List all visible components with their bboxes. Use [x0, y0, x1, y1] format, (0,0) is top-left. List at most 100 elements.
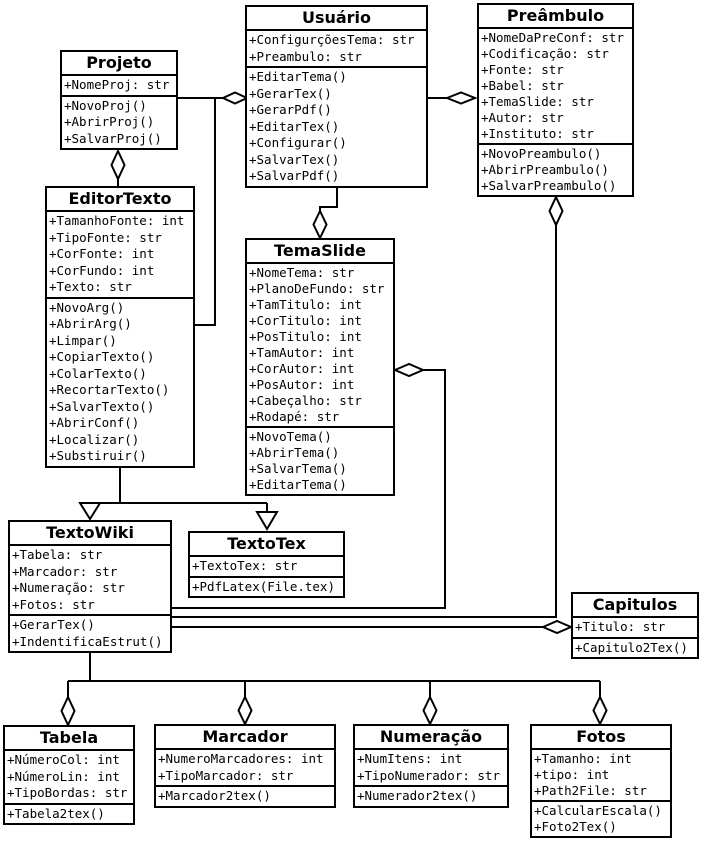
class-title: Marcador [156, 726, 334, 750]
aggregation-diamond-icon [592, 694, 608, 727]
member-line: +Marcador2tex() [158, 788, 271, 803]
class-editortexto: EditorTexto +TamanhoFonte: int+TipoFonte… [45, 186, 195, 468]
aggregation-diamond-icon [220, 91, 250, 105]
member-line: +Tamanho: int [534, 751, 632, 766]
attributes-compartment: +Tabela: str+Marcador: str+Numeração: st… [10, 546, 170, 616]
attributes-compartment: +NomeTema: str+PlanoDeFundo: str+TamTitu… [247, 264, 393, 428]
class-title: Usuário [247, 7, 426, 31]
member-line: +Localizar() [49, 431, 140, 447]
member-line: +RecortarTexto() [49, 382, 170, 397]
aggregation-diamond-icon [540, 619, 574, 635]
aggregation-connector-projeto-editortexto [110, 148, 126, 186]
member-line: +Path2File: str [534, 783, 647, 798]
class-tabela: Tabela +NúmeroCol: int+NúmeroLin: int+Ti… [3, 725, 135, 825]
member-line: +TamTitulo: int [249, 297, 362, 312]
member-line: +Babel: str [481, 78, 564, 93]
member-line: +Tabela: str [12, 547, 103, 562]
attributes-compartment: +ConfigurçõesTema: str+Preambulo: str [247, 31, 426, 68]
member-line: +TipoMarcador: str [158, 767, 294, 783]
aggregation-diamond-icon [237, 694, 253, 727]
member-line: +NumeroMarcadores: int [158, 751, 324, 766]
attributes-compartment: +NúmeroCol: int+NúmeroLin: int+TipoBorda… [5, 751, 133, 805]
member-line: +Cabeçalho: str [249, 393, 362, 408]
member-line: +Codificação: str [481, 46, 609, 61]
methods-compartment: +EditarTema()+GerarTex()+GerarPdf()+Edit… [247, 68, 426, 186]
class-temaslide: TemaSlide +NomeTema: str+PlanoDeFundo: s… [245, 238, 395, 496]
member-line: +Numerador2tex() [357, 788, 478, 803]
member-line: +PosAutor: int [249, 377, 355, 392]
member-line: +Substiruir() [49, 448, 147, 463]
member-line: +SalvarTexto() [49, 398, 155, 414]
class-capitulos: Capitulos +Titulo: str +Capitulo2Tex() [571, 592, 699, 659]
member-line: +EditarTema() [249, 477, 347, 492]
member-line: +GerarPdf() [249, 102, 332, 117]
aggregation-diamond-icon [392, 362, 426, 378]
attributes-compartment: +TextoTex: str [190, 557, 343, 578]
member-line: +CorFonte: int [49, 246, 155, 261]
methods-compartment: +Marcador2tex() [156, 787, 334, 806]
member-line: +NúmeroLin: int [7, 768, 120, 784]
aggregation-diamond-icon [444, 91, 478, 105]
member-line: +CorTitulo: int [249, 313, 362, 328]
member-line: +SalvarPreambulo() [481, 178, 617, 193]
member-line: +Limpar() [49, 332, 117, 348]
class-textowiki: TextoWiki +Tabela: str+Marcador: str+Num… [8, 520, 172, 653]
attributes-compartment: +NomeProj: str [62, 76, 176, 97]
member-line: +ConfigurçõesTema: str [249, 32, 415, 47]
member-line: +TipoFonte: str [49, 229, 162, 245]
member-line: +SalvarTex() [249, 151, 340, 167]
class-title: EditorTexto [47, 188, 193, 212]
member-line: +NomeTema: str [249, 265, 355, 280]
methods-compartment: +GerarTex()+IndentificaEstrut() [10, 616, 170, 651]
attributes-compartment: +TamanhoFonte: int+TipoFonte: str+CorFon… [47, 212, 193, 299]
class-fotos: Fotos +Tamanho: int+tipo: int+Path2File:… [530, 724, 672, 838]
methods-compartment: +NovoTema()+AbrirTema()+SalvarTema()+Edi… [247, 428, 393, 494]
member-line: +Titulo: str [575, 619, 666, 634]
member-line: +TipoBordas: str [7, 785, 128, 800]
member-line: +NomeProj: str [64, 77, 170, 92]
member-line: +Numeração: str [12, 580, 125, 595]
member-line: +Foto2Tex() [534, 819, 617, 834]
member-line: +NúmeroCol: int [7, 752, 120, 767]
aggregation-diamond-icon [422, 694, 438, 727]
class-title: Tabela [5, 727, 133, 751]
member-line: +SalvarPdf() [249, 168, 340, 183]
class-textotex: TextoTex +TextoTex: str +PdfLatex(File.t… [188, 531, 345, 598]
methods-compartment: +NovoPreambulo()+AbrirPreambulo()+Salvar… [479, 145, 632, 195]
member-line: +NovoProj() [64, 97, 147, 113]
class-projeto: Projeto +NomeProj: str +NovoProj()+Abrir… [60, 50, 178, 150]
class-title: TextoWiki [10, 522, 170, 546]
member-line: +AbrirArg() [49, 316, 132, 331]
member-line: +AbrirProj() [64, 114, 155, 129]
aggregation-diamond-icon [548, 194, 564, 228]
member-line: +GerarTex() [249, 85, 332, 101]
class-numeracao: Numeração +NumItens: int+TipoNumerador: … [353, 724, 509, 808]
methods-compartment: +Numerador2tex() [355, 787, 507, 806]
aggregation-connector-preambulo-textowiki [172, 194, 564, 618]
member-line: +AbrirPreambulo() [481, 162, 609, 177]
member-line: +CorAutor: int [249, 361, 355, 376]
class-title: Projeto [62, 52, 176, 76]
member-line: +Instituto: str [481, 126, 594, 141]
aggregation-connector-textowiki-children [60, 651, 608, 728]
class-title: Numeração [355, 726, 507, 750]
member-line: +EditarTema() [249, 69, 347, 84]
attributes-compartment: +NumeroMarcadores: int+TipoMarcador: str [156, 750, 334, 787]
methods-compartment: +NovoProj()+AbrirProj()+SalvarProj() [62, 97, 176, 149]
member-line: +NumItens: int [357, 751, 463, 766]
generalization-connector-editortexto [78, 462, 279, 531]
aggregation-connector-usuario-preambulo [428, 91, 478, 105]
member-line: +Fotos: str [12, 596, 95, 612]
class-title: TextoTex [190, 533, 343, 557]
member-line: +tipo: int [534, 767, 610, 782]
member-line: +TamAutor: int [249, 345, 355, 360]
member-line: +SalvarProj() [64, 130, 162, 146]
aggregation-connector-usuario-temaslide [312, 186, 338, 241]
member-line: +SalvarTema() [249, 461, 347, 476]
member-line: +NomeDaPreConf: str [481, 30, 624, 45]
member-line: +Autor: str [481, 110, 564, 125]
member-line: +AbrirTema() [249, 445, 340, 460]
methods-compartment: +CalcularEscala()+Foto2Tex() [532, 802, 670, 836]
attributes-compartment: +Titulo: str [573, 618, 697, 639]
member-line: +TipoNumerador: str [357, 767, 500, 783]
